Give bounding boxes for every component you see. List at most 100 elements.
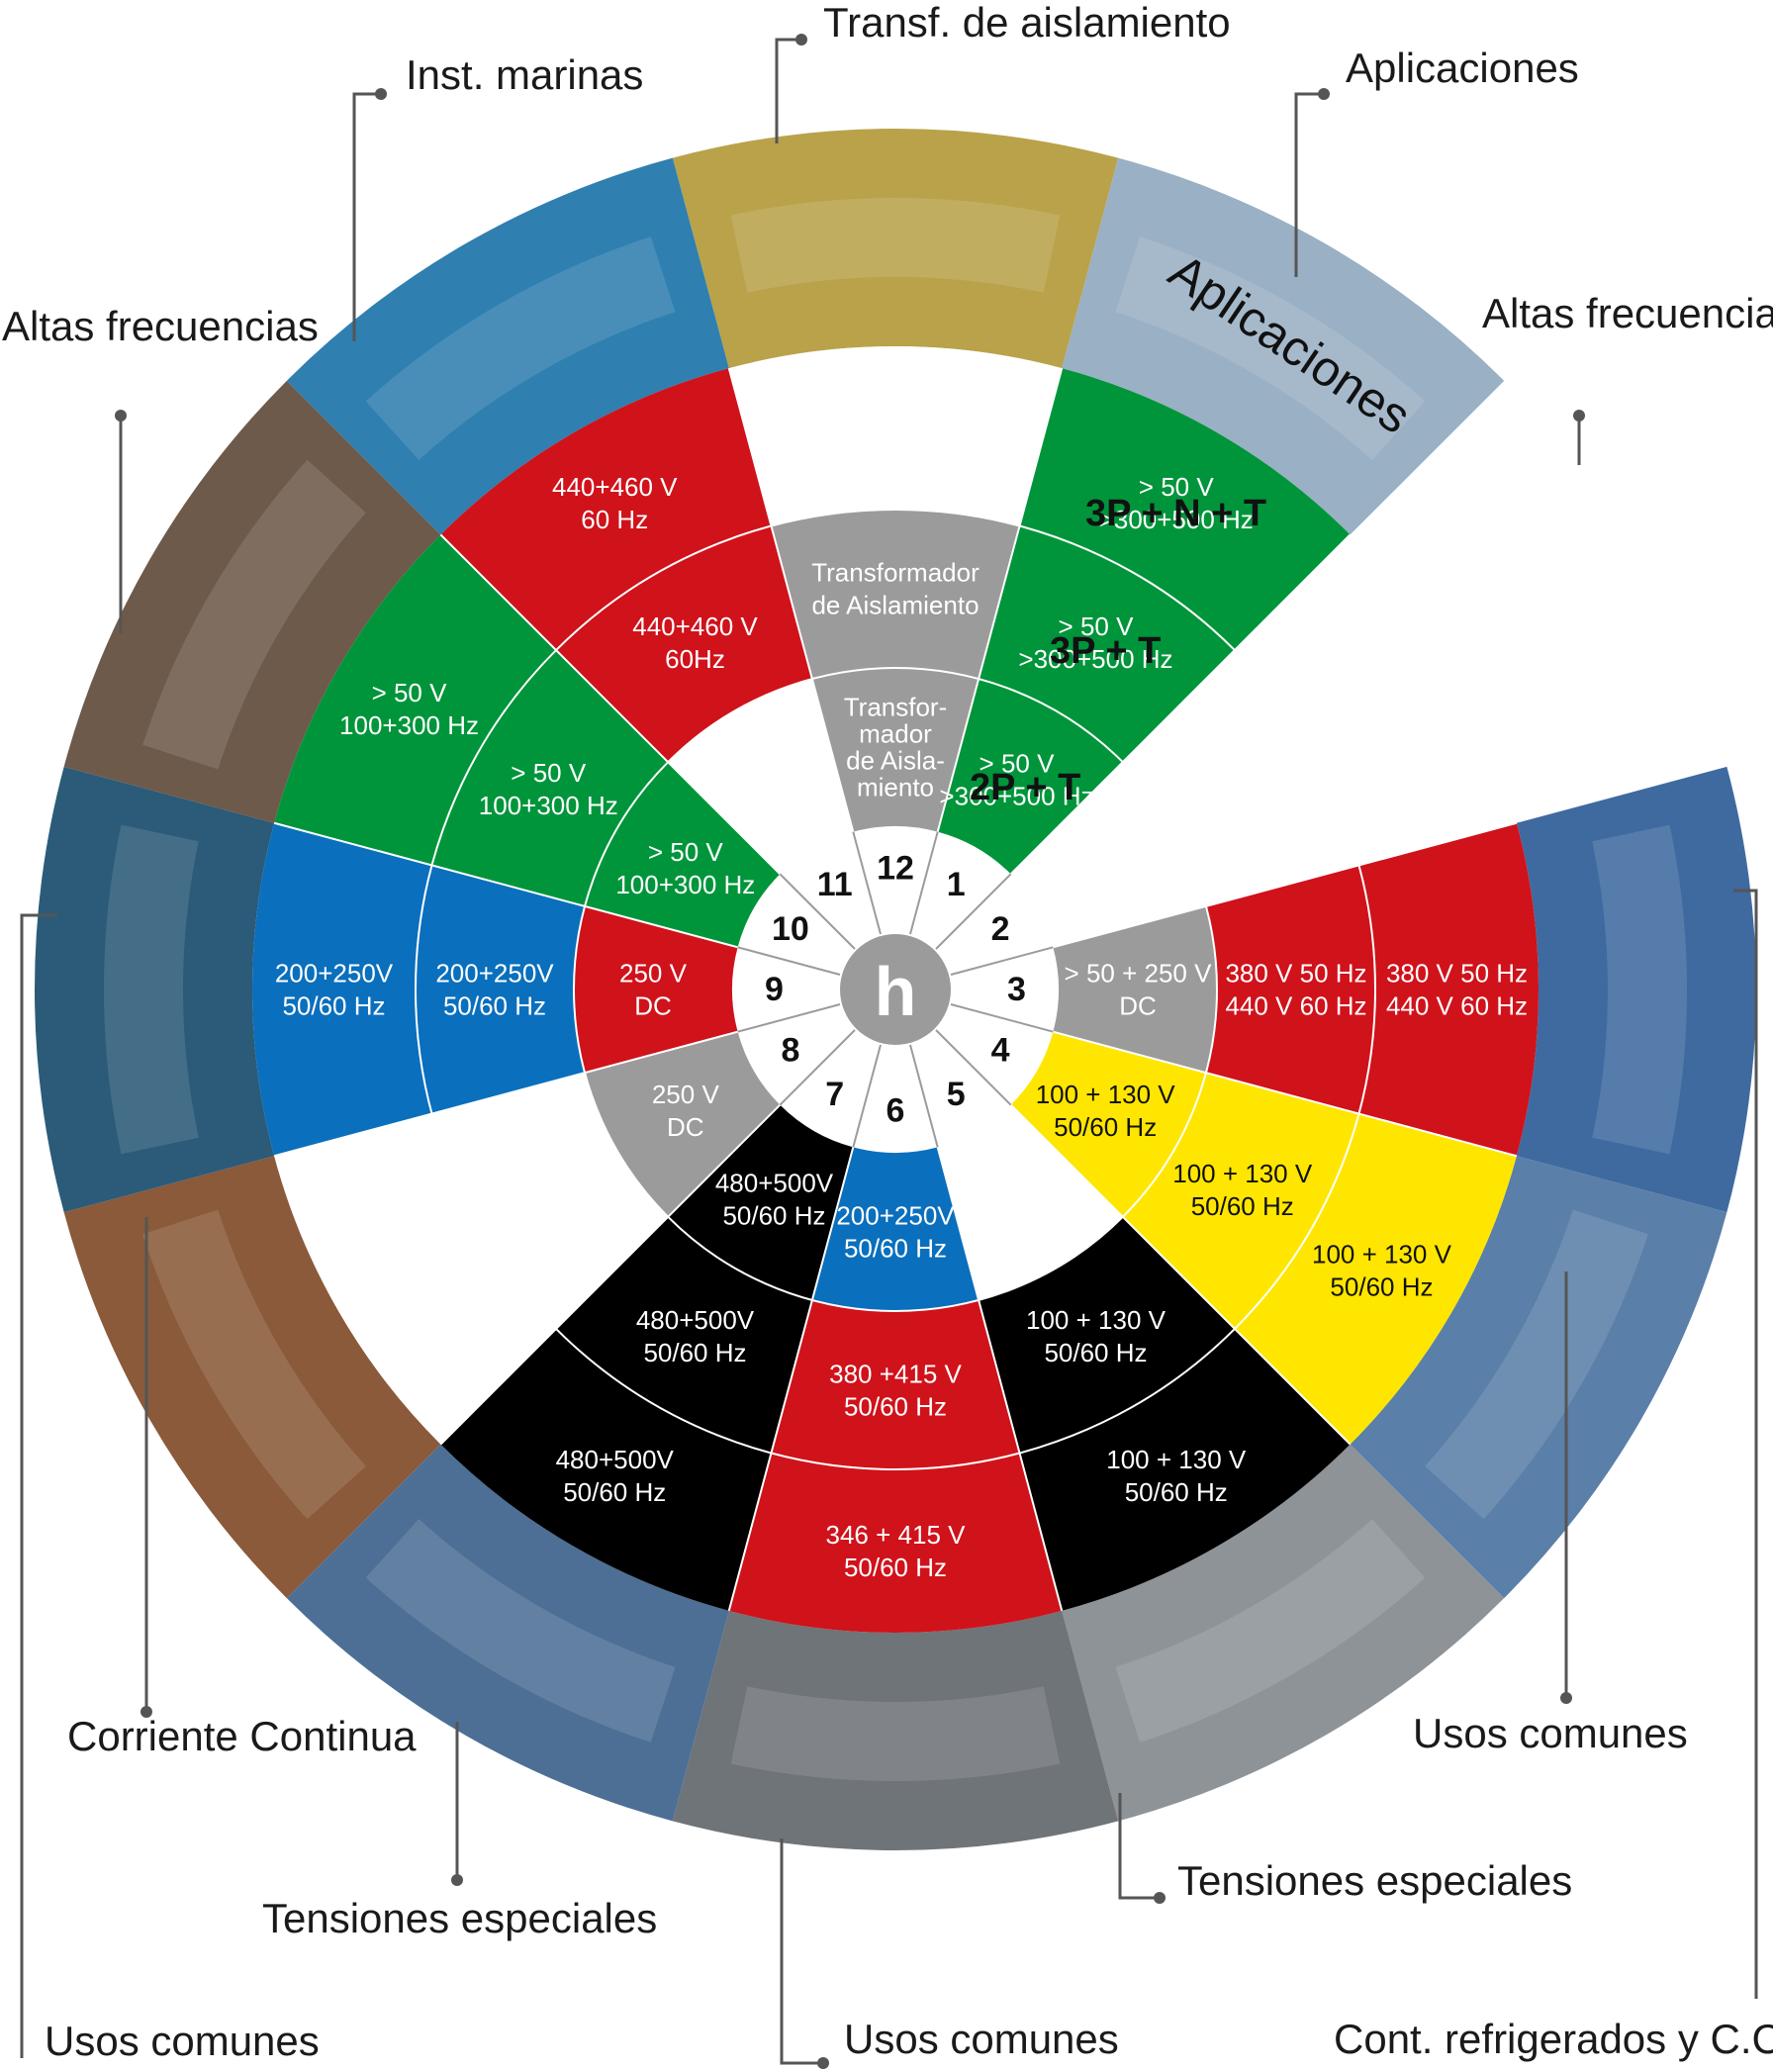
callout-corriente-continua: Corriente Continua	[67, 1713, 417, 1759]
hour-divider	[909, 1044, 939, 1148]
leader-altas-right-dot	[1573, 410, 1585, 422]
photo-ring	[34, 129, 1756, 1850]
segment-3-outer	[1358, 822, 1539, 1157]
segment-3-inner	[1053, 905, 1217, 1074]
hour-number-11: 11	[817, 866, 853, 903]
segment-3-middle	[1205, 865, 1375, 1114]
hour-divider	[779, 1029, 856, 1106]
segment-11-inner	[668, 679, 854, 875]
callout-inst-marinas: Inst. marinas	[406, 51, 644, 98]
leader-tensiones-right-dot	[1154, 1892, 1166, 1904]
shopping-mall-photo-highlight	[1425, 1209, 1648, 1520]
ring-label-outer: 3P + N + T	[1085, 493, 1266, 534]
segment-9-outer	[252, 822, 432, 1157]
hour-number-4: 4	[991, 1031, 1010, 1069]
callout-cont-refrigerados: Cont. refrigerados y C.C.	[1334, 2016, 1773, 2062]
segment-1-outer-label: > 50 V>300+500 Hz	[1099, 472, 1254, 534]
hour-number-9: 9	[765, 971, 784, 1008]
leader-altas-left-dot	[115, 410, 127, 422]
leader-transf-dot	[795, 34, 807, 46]
ring-dividers	[273, 367, 1518, 1612]
ring-label-inner: 2P + T	[970, 767, 1080, 808]
segment-1-inner	[937, 679, 1123, 875]
hour-number-3: 3	[1007, 971, 1026, 1008]
hour-divider	[935, 873, 1012, 950]
ship-marine-photo-highlight	[365, 236, 676, 460]
isolation-transformer-photo-highlight	[730, 198, 1061, 293]
segment-1-middle-label: > 50 V>300+500 Hz	[1018, 612, 1172, 674]
segment-10-inner	[585, 762, 781, 948]
leader-usos-bottom-dot	[817, 2057, 829, 2069]
leader-usos-right-dot	[1560, 1692, 1572, 1704]
segment-8-outer	[274, 1113, 557, 1445]
hour-divider	[950, 1003, 1054, 1033]
callout-usos-comunes-bottom-left: Usos comunes	[45, 2018, 320, 2064]
segment-12-inner	[811, 668, 980, 832]
conveyor-belt-photo	[1062, 1444, 1505, 1822]
segment-6-inner	[811, 1147, 980, 1311]
hour-divider	[779, 873, 856, 950]
refinery-night-photo	[34, 766, 275, 1213]
hour-divider	[737, 946, 841, 976]
hour-divider	[935, 1029, 1012, 1106]
industrial-fan-photo	[286, 1444, 729, 1822]
segment-7-outer	[440, 1328, 772, 1611]
leader-tensiones-right	[1118, 1793, 1160, 1900]
hour-divider	[852, 1044, 882, 1148]
ring-divider	[573, 667, 1218, 1312]
segment-10-outer	[274, 534, 557, 866]
ring-divider	[415, 509, 1376, 1470]
leader-tensiones-left-dot	[451, 1874, 463, 1886]
construction-site-photo-highlight	[730, 1686, 1061, 1781]
callout-altas-frecuencias-right: Altas frecuencias	[1482, 290, 1773, 336]
leader-usos-bottom	[780, 1838, 823, 2065]
callout-altas-frecuencias-left: Altas frecuencias	[2, 303, 319, 349]
refrigerated-container-photo	[1516, 766, 1756, 1213]
leader-inst-marinas	[352, 92, 381, 341]
segment-7-inner	[668, 1104, 854, 1300]
callout-leader-lines	[20, 34, 1758, 2069]
hour-divider	[909, 831, 939, 935]
segment-8-inner	[585, 1031, 781, 1217]
segment-4-inner	[1010, 1031, 1206, 1217]
leader-cont-refrigerados	[1733, 889, 1758, 1999]
shopping-mall-photo	[1350, 1156, 1727, 1599]
segment-4-outer	[1234, 1113, 1517, 1445]
hour-number-5: 5	[947, 1076, 966, 1113]
segment-5-inner	[937, 1104, 1123, 1300]
isolation-transformer-photo	[672, 129, 1119, 369]
segment-11-outer	[440, 368, 772, 651]
callout-tensiones-especiales-left: Tensiones especiales	[262, 1895, 658, 1941]
segment-6-middle	[771, 1299, 1020, 1469]
leader-inst-marinas-dot	[375, 88, 387, 100]
leader-corriente-dot	[140, 1706, 152, 1718]
segment-9-middle	[416, 865, 586, 1114]
segment-9-inner	[574, 905, 738, 1074]
hour-number-7: 7	[825, 1076, 844, 1113]
hour-number-6: 6	[886, 1092, 905, 1130]
welder-sparks-photo-highlight	[142, 1209, 366, 1520]
angle-grinder-photo-highlight	[142, 459, 366, 770]
ship-marine-photo	[286, 157, 729, 535]
leader-usos-left	[20, 913, 57, 2058]
industrial-fan-photo-highlight	[365, 1519, 676, 1742]
